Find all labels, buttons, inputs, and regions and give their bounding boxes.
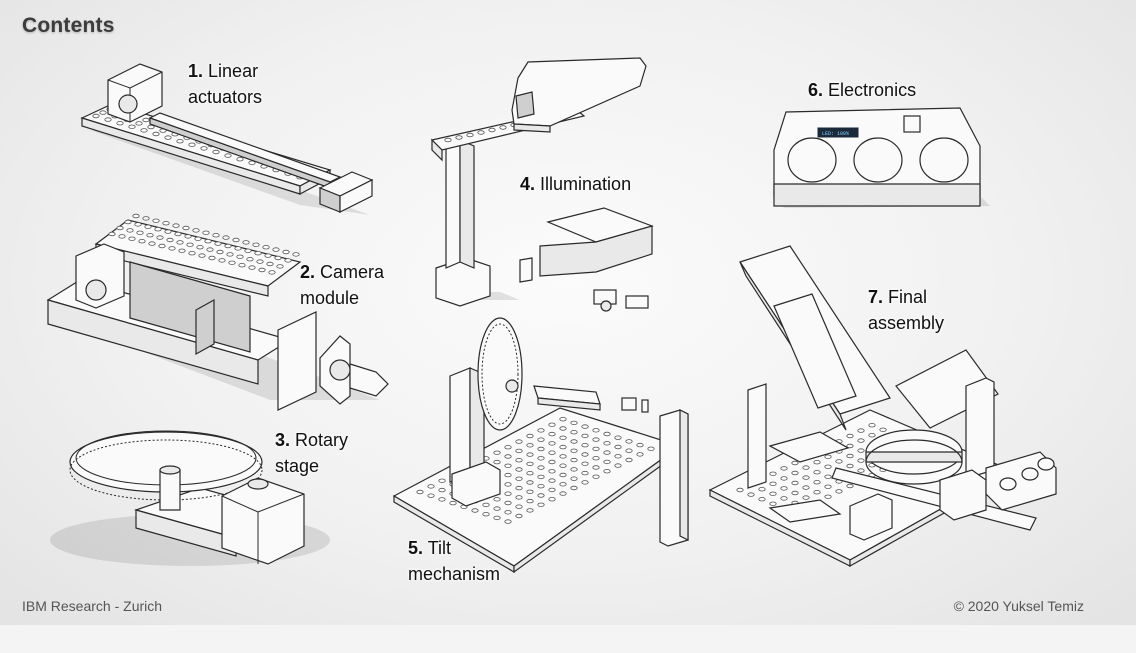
item-number: 2.	[300, 262, 316, 282]
item-text-line2: module	[300, 288, 360, 308]
item-text: Linear	[208, 61, 259, 81]
illustration-canvas: LED: 100%	[46, 57, 1057, 574]
footer-organization: IBM Research - Zurich	[22, 598, 163, 614]
electronics-illustration: LED: 100%	[773, 107, 990, 208]
tilt-mechanism-illustration	[392, 317, 689, 574]
item-number: 3.	[275, 430, 291, 450]
electronics-display-text: LED: 100%	[822, 131, 849, 137]
item-text: Camera	[320, 262, 385, 282]
camera-module-illustration	[46, 213, 389, 411]
item-label-final-assembly: 7. Final assembly	[868, 284, 944, 336]
item-number: 7.	[868, 287, 884, 307]
item-number: 5.	[408, 538, 424, 558]
illumination-illustration	[430, 57, 654, 312]
item-label-rotary-stage: 3. Rotary stage	[275, 427, 348, 479]
item-text: Electronics	[828, 80, 917, 100]
item-text-line2: mechanism	[408, 564, 501, 584]
item-label-illumination: 4. Illumination	[520, 171, 631, 197]
item-text: Rotary	[295, 430, 349, 450]
item-text-line2: actuators	[188, 87, 263, 107]
footer-copyright: © 2020 Yuksel Temiz	[953, 598, 1084, 614]
item-text: Illumination	[540, 174, 632, 194]
item-text-line2: assembly	[868, 313, 945, 333]
slide: LED: 100%	[0, 0, 1136, 625]
item-label-electronics: 6. Electronics	[808, 77, 916, 103]
page-title: Contents	[22, 14, 115, 37]
page-bottom-margin	[0, 625, 1136, 653]
item-label-tilt-mechanism: 5. Tilt mechanism	[408, 535, 500, 587]
item-label-camera-module: 2. Camera module	[300, 259, 384, 311]
item-number: 6.	[808, 80, 824, 100]
item-text-line2: stage	[275, 456, 320, 476]
item-text: Tilt	[427, 538, 452, 558]
item-label-linear-actuators: 1. Linear actuators	[188, 58, 262, 110]
final-assembly-illustration	[708, 245, 1057, 568]
item-number: 4.	[520, 174, 536, 194]
rotary-stage-illustration	[50, 430, 330, 566]
linear-actuator-illustration	[80, 63, 374, 215]
item-text: Final	[888, 287, 928, 307]
item-number: 1.	[188, 61, 204, 81]
